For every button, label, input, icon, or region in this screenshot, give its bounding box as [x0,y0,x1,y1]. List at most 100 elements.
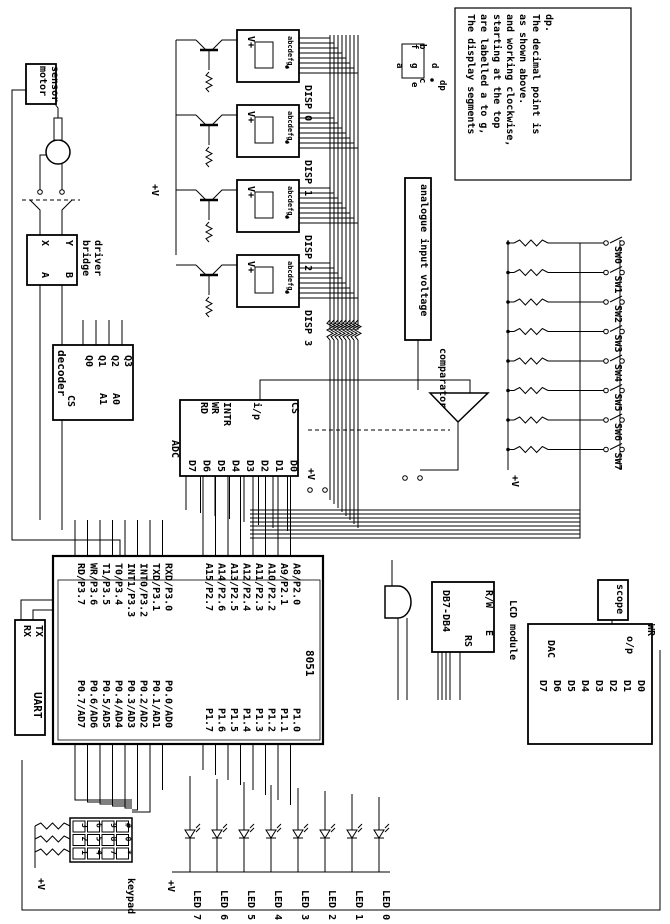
mcu-pin-port0: P0.1/AD1 [150,680,161,728]
and-gate [384,585,412,619]
led-diode [373,829,385,839]
adc-pin-label: D6 [201,460,212,472]
switch-pullup-resistor [513,239,549,247]
display-seg-label: abcdefg. [286,186,294,220]
led-ray [330,827,336,833]
switch-pullup-resistor [513,327,549,336]
segment-resistor [345,319,355,341]
wiring [11,35,661,911]
led-label: LED 5 [245,890,256,920]
keypad-pullup-resistor [34,835,71,843]
mcu-pin-port0: P0.5/AD5 [100,680,111,728]
transistor-lead [211,114,237,126]
switch-terminal [417,475,423,481]
mcu-pin-port0: P0.2/AD2 [138,680,149,728]
switch-blade [609,295,623,303]
keypad-key [116,847,129,860]
led-label: LED 6 [218,890,229,920]
comparator-label: comparator [437,348,448,408]
transistor-lead [211,264,237,276]
keypad-key-label: 1 [80,850,89,855]
display-vplus-label: V+ [245,261,256,273]
led-ray [357,827,363,833]
dac-pin-label: D3 [593,680,604,692]
switch-pullup-resistor [513,416,549,424]
keypad-label: keypad [125,878,136,914]
switch-terminal [402,475,408,481]
bridge-y-label: Y [63,240,74,246]
keypad-key [101,847,115,860]
adc-rd-label: RD [198,402,209,414]
segment-resistor [337,319,347,341]
adc-pin-label: D5 [215,460,226,472]
bridge-label-line2: driver [92,240,104,276]
mcu-pin-port1: P1.1 [278,708,289,732]
switch-label: SW1 [612,276,623,294]
keypad-pullup-resistor [34,848,71,856]
mcu-pin-port3: T0/P3.4 [113,563,124,605]
dac-wr-wire [21,650,661,911]
motor-switch-terminal [37,189,43,195]
switch-terminal [619,299,625,305]
switch-terminal [619,328,625,335]
adc-pin-label: D2 [259,460,270,472]
transistor-lead [195,39,207,51]
switch-pullup-resistor [513,386,549,395]
analogue-input-label: analogue input voltage [418,184,430,316]
switch-label: SW6 [612,423,623,441]
decoder-output-label: Q3 [122,355,133,367]
display-vplus-label: V+ [245,186,256,198]
segment-resistor [353,319,363,341]
mcu-pin-port1: P1.3 [253,708,264,732]
switch-blade [609,325,623,332]
bridge-a-label: A [39,272,50,278]
mcu-pin-port2: A15/P2.7 [203,563,214,611]
keypad-key-label: # [124,823,133,828]
dac-pin-label: D7 [537,680,548,692]
switch-terminal [603,328,609,335]
adc-wr-label: WR [209,402,220,415]
adc-intr-label: INTR [221,402,232,427]
display-seg-label: abcdefg. [286,261,294,295]
keypad-supply-label: +V [35,878,46,890]
switch-terminal [619,417,625,423]
switch-terminal [619,358,625,364]
decoder-a1-label: A1 [97,393,108,405]
dac-box [527,623,653,745]
dac-pin-label: D6 [551,680,562,692]
keypad-wire [99,790,132,805]
adc-pin-label: D7 [186,460,197,472]
keypad-key [101,834,115,846]
mcu-pin-port3: RXD/P3.0 [163,563,174,611]
led-ray [384,827,390,833]
display-supply-label: +V [149,184,160,196]
keypad-key [87,847,100,860]
led-label: LED 2 [326,890,337,920]
keypad-wire [87,790,132,803]
lcd-e-label: E [483,630,494,636]
led-ray [222,827,228,833]
keypad-key-label: 6 [95,823,104,828]
display-digit [254,41,274,69]
switch-label: SW5 [612,394,623,412]
junction [506,447,510,452]
transistor-lead [211,189,237,201]
switch-bus [250,449,581,539]
segment-decimal-point [430,78,434,82]
junction [506,329,510,334]
mcu-pin-port2: A11/P2.3 [253,563,264,611]
decoder-a0-label: A0 [110,393,121,405]
transistor-lead [195,114,207,126]
segment-resistor [341,319,351,341]
keypad-wire [132,790,138,811]
mcu-pin-port3: INT1/P3.3 [125,563,136,617]
dac-pin-label: D0 [635,680,646,692]
transistor-lead [195,189,207,201]
dac-pin-label: D2 [607,680,618,692]
motor-shaft [53,117,63,141]
mcu-inner-outline [57,579,321,741]
keypad-key-label: * [124,850,133,855]
keypad-pullup-resistor [34,822,71,830]
bridge-box [26,234,78,286]
adc-cs-label: CS [289,402,300,414]
